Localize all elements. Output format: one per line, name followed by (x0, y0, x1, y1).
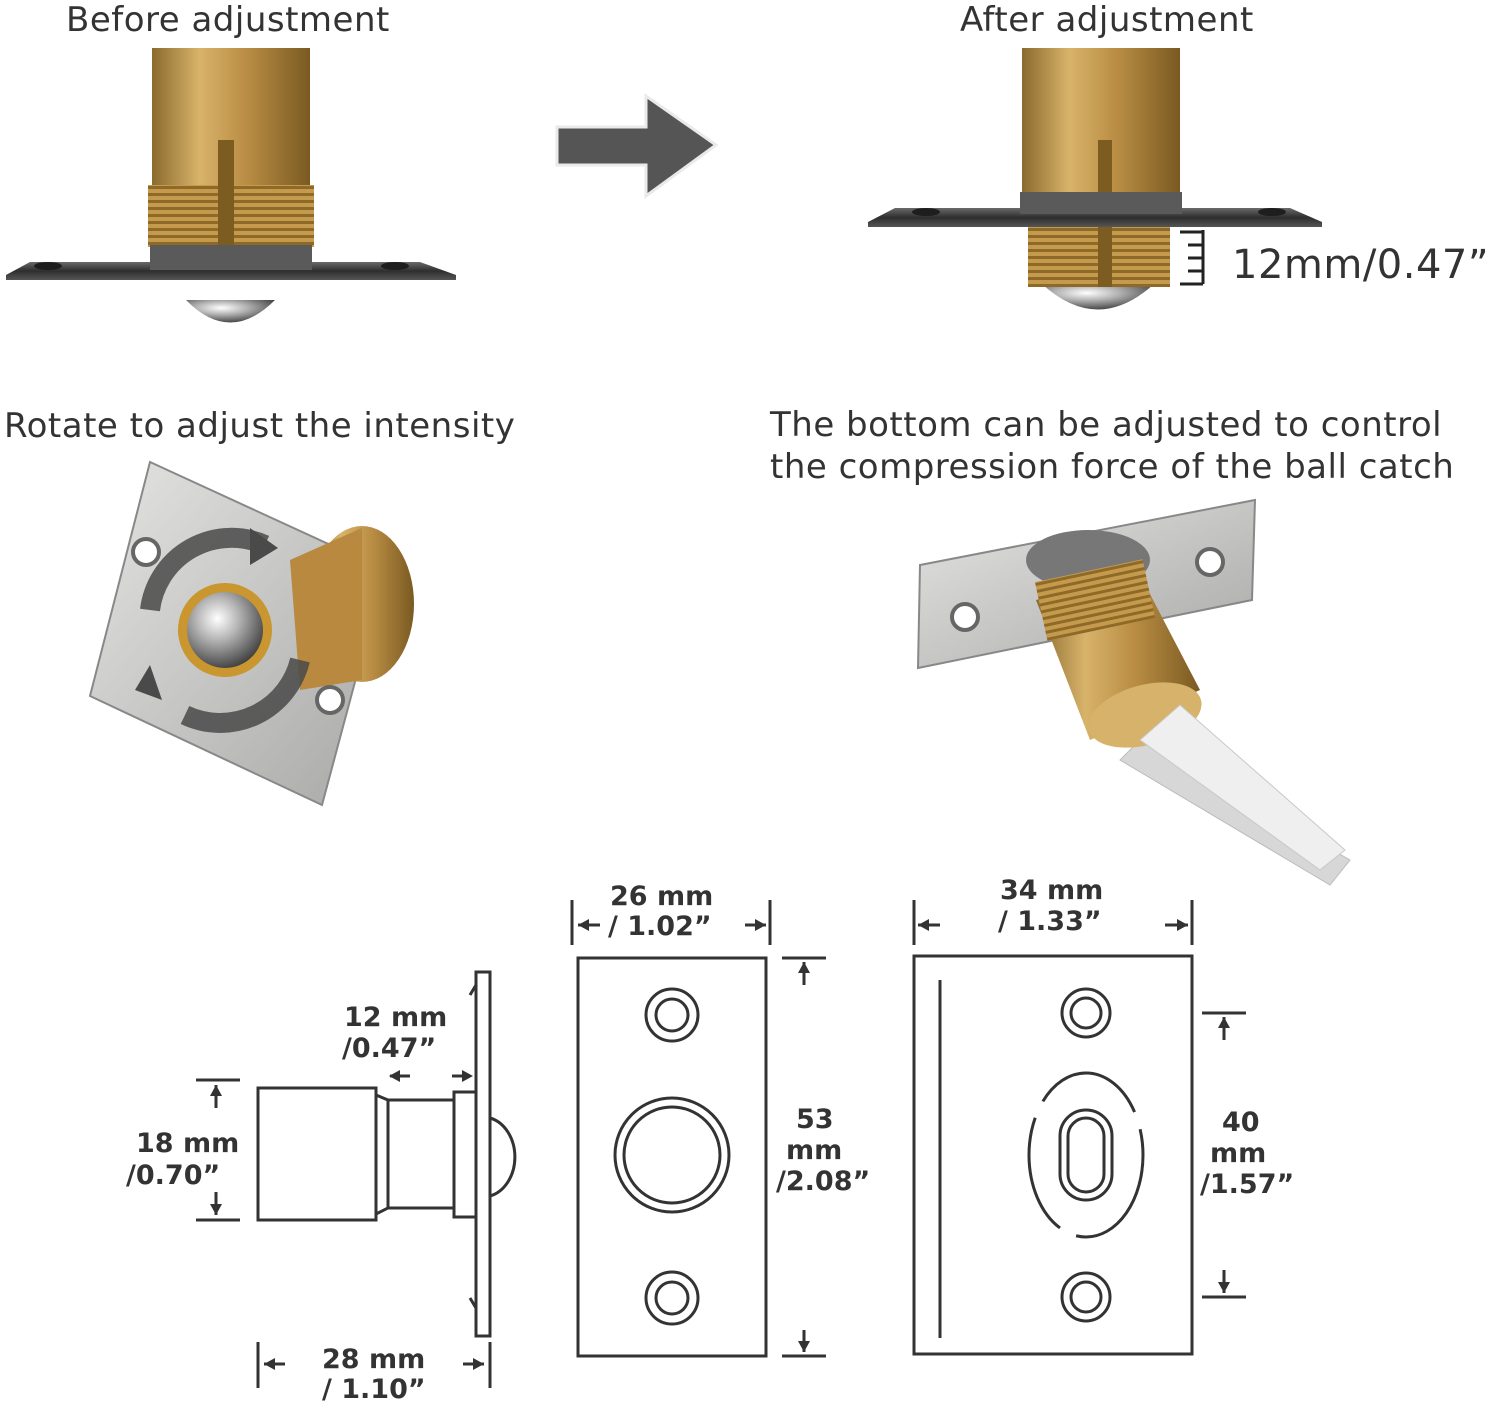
thread-length-mm: 12 mm (344, 1002, 448, 1033)
after-catch-illustration (868, 48, 1322, 310)
before-adjustment-label: Before adjustment (66, 0, 390, 40)
side-view-arrowheads (210, 1070, 484, 1370)
side-view-drawing (256, 970, 517, 1338)
bottom-adjust-label-line1: The bottom can be adjusted to control (770, 405, 1443, 445)
plate-width-in: / 1.02” (608, 911, 712, 942)
before-catch-illustration (6, 48, 456, 323)
strike-plate-arrowheads (918, 919, 1230, 1293)
plate-width-mm: 26 mm (610, 881, 714, 912)
strike-plate-drawing (912, 954, 1194, 1356)
strike-height-mm-1: 40 (1222, 1107, 1260, 1138)
bottom-adjust-illustration (916, 498, 1351, 886)
side-view-dimension-lines (196, 1074, 492, 1388)
diameter-in: /0.70” (126, 1160, 221, 1191)
strike-width-mm: 34 mm (1000, 875, 1104, 906)
arrow-right-icon (555, 93, 719, 199)
rotate-label: Rotate to adjust the intensity (4, 406, 516, 446)
plate-height-in: /2.08” (776, 1166, 871, 1197)
strike-height-mm-2: mm (1210, 1138, 1267, 1169)
rotate-catch-illustration (88, 460, 414, 807)
length-mm: 28 mm (322, 1344, 426, 1375)
plate-height-mm-2: mm (786, 1135, 843, 1166)
strike-height-in: /1.57” (1200, 1169, 1295, 1200)
length-in: / 1.10” (322, 1374, 426, 1405)
front-plate-arrowheads (578, 919, 810, 1352)
bottom-adjust-label-line2: the compression force of the ball catch (770, 447, 1455, 487)
plate-height-mm-1: 53 (796, 1104, 834, 1135)
diameter-mm: 18 mm (136, 1128, 240, 1159)
extension-label: 12mm/0.47” (1232, 242, 1490, 288)
extension-scale-mark (1180, 230, 1205, 286)
after-adjustment-label: After adjustment (960, 0, 1254, 40)
strike-width-in: / 1.33” (998, 906, 1102, 937)
front-plate-dimension-lines (570, 900, 826, 1358)
front-plate-drawing (576, 956, 768, 1358)
thread-length-in: /0.47” (342, 1033, 437, 1064)
rotate-arrows-icon (140, 527, 310, 733)
